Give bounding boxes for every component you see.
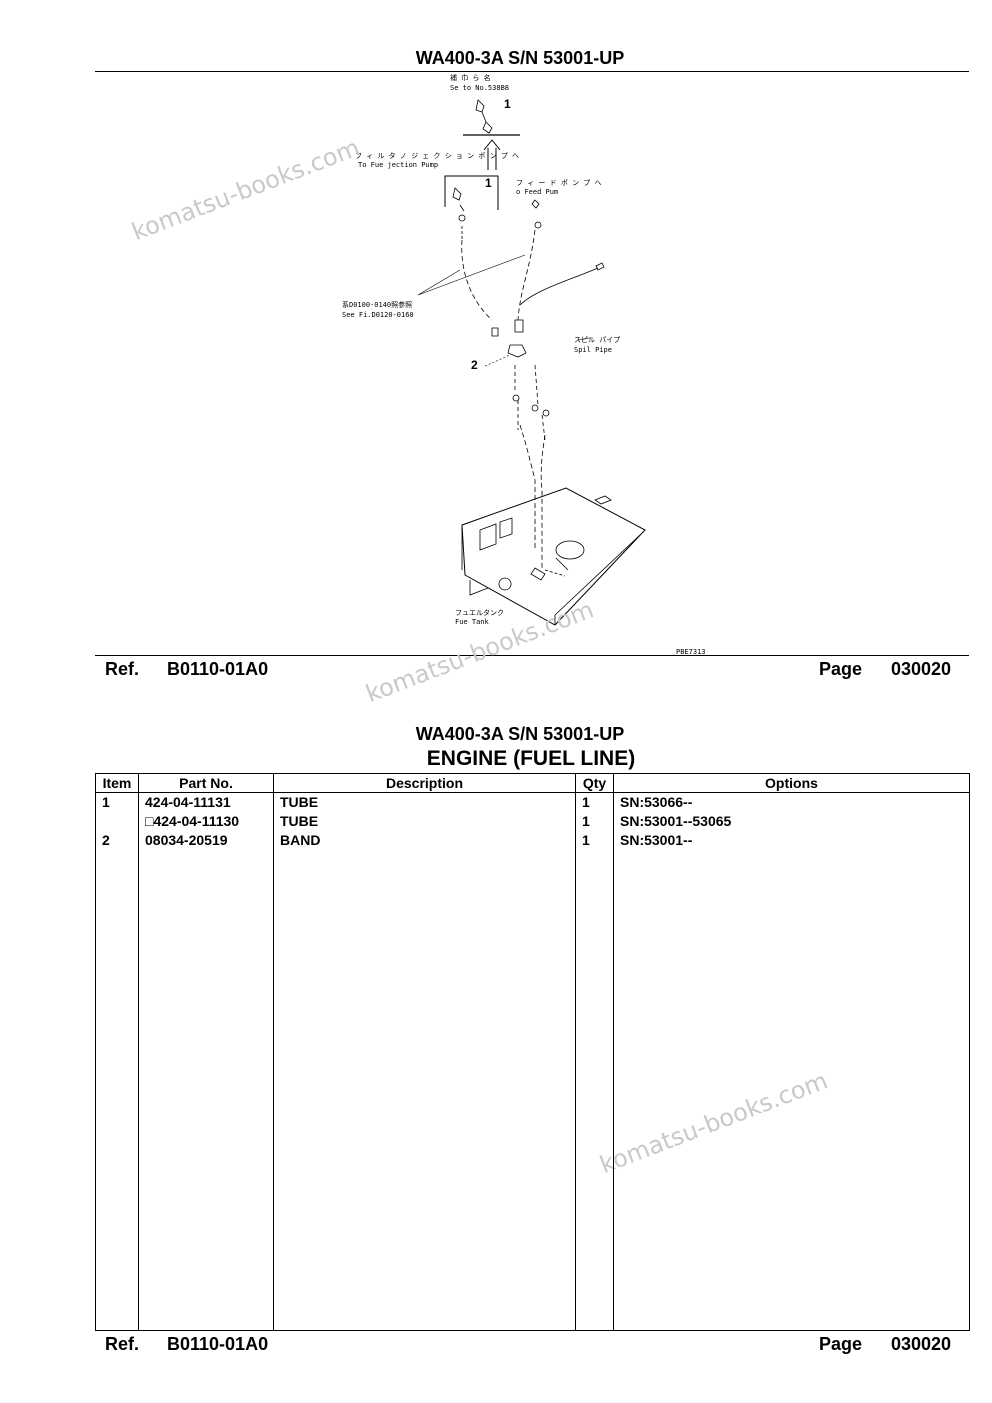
label-pump-jp: フ ィ ル タ ノ ジ ェ ク シ ョ ン ポ ン プ へ (355, 151, 519, 160)
label-spill-jp: スピル パイプ (574, 336, 620, 344)
label-see-en: See Fi.D0120-0160 (342, 311, 414, 319)
col-part-no-header: Part No. (138, 773, 274, 793)
sheet1-page-label: Page (819, 659, 863, 679)
sheet1-page-value: 030020 (891, 659, 952, 679)
label-tank-jp: フュエルタンク (455, 608, 504, 617)
sheet2-page-label: Page (819, 1334, 863, 1354)
cell-item (95, 812, 139, 831)
col-qty-header: Qty (575, 773, 614, 793)
label-spill-en: Spil Pipe (574, 346, 612, 354)
callout-1-pump: 1 (485, 176, 492, 190)
sheet2-subtitle: ENGINE (FUEL LINE) (426, 747, 636, 770)
sheet2-title: WA400-3A S/N 53001-UP (415, 724, 625, 744)
sheet1-top-rule (95, 71, 969, 72)
cell-options: SN:53001-- (613, 831, 970, 850)
cell-description: BAND (273, 831, 576, 850)
label-tank-en: Fue Tank (455, 618, 490, 626)
drawing-number: PBE7313 (676, 648, 706, 656)
table-row: 2 08034-20519 BAND 1 SN:53001-- (95, 831, 970, 850)
table-row: 1 424-04-11131 TUBE 1 SN:53066-- (95, 792, 970, 812)
sheet2-page-value: 030020 (891, 1334, 952, 1354)
cell-description: TUBE (273, 812, 576, 831)
label-top-en: Se to No.538B8 (450, 84, 509, 92)
sheet1-title: WA400-3A S/N 53001-UP (415, 48, 625, 68)
cell-qty: 1 (575, 812, 614, 831)
sheet1-bottom-rule (95, 655, 969, 656)
cell-options: SN:53066-- (613, 792, 970, 812)
col-options-header: Options (613, 773, 970, 793)
col-item-header: Item (95, 773, 139, 793)
cell-part-no: 08034-20519 (138, 831, 274, 850)
label-top-jp: 補 巾 ら 名 (450, 73, 491, 82)
table-filler-row (95, 850, 970, 1331)
col-description-header: Description (273, 773, 576, 793)
cell-qty: 1 (575, 831, 614, 850)
sheet1-ref-value: B0110-01A0 (167, 659, 269, 679)
parts-table: Item Part No. Description Qty Options 1 … (95, 773, 970, 1331)
cell-part-no: □424-04-11130 (138, 812, 274, 831)
cell-options: SN:53001--53065 (613, 812, 970, 831)
label-see-jp: 系D0100-0140照参照 (342, 300, 412, 309)
label-pump-en: To Fue jection Pump (358, 161, 438, 169)
sheet1-ref-label: Ref. (105, 659, 140, 679)
label-feed-jp: フ ィ ー ド ポ ン プ へ (516, 179, 602, 187)
callout-1-top: 1 (504, 97, 511, 111)
parts-table-header: Item Part No. Description Qty Options (95, 773, 970, 793)
cell-description: TUBE (273, 792, 576, 812)
label-feed-en: o Feed Pum (516, 188, 558, 196)
cell-item: 2 (95, 831, 139, 850)
cell-qty: 1 (575, 792, 614, 812)
sheet2-ref-value: B0110-01A0 (167, 1334, 269, 1354)
callout-2: 2 (471, 358, 478, 372)
cell-part-no: 424-04-11131 (138, 792, 274, 812)
table-row: □424-04-11130 TUBE 1 SN:53001--53065 (95, 812, 970, 831)
cell-item: 1 (95, 792, 139, 812)
sheet2-ref-label: Ref. (105, 1334, 140, 1354)
fuel-line-drawing: 補 巾 ら 名 Se to No.538B8 フ ィ ル タ ノ ジ ェ ク シ… (342, 73, 706, 656)
